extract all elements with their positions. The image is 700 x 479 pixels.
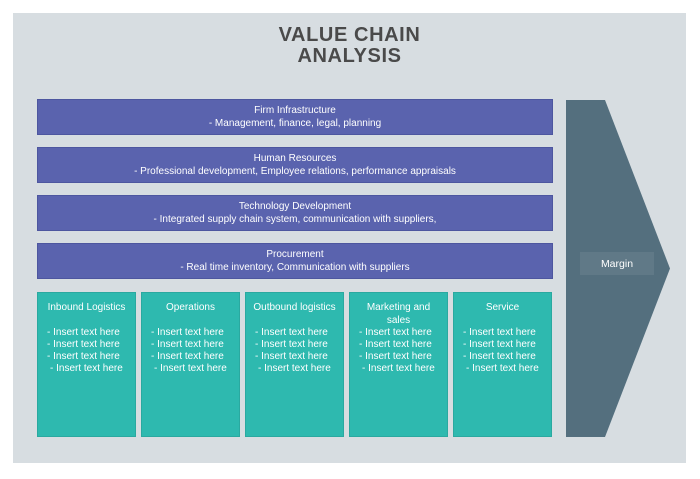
support-activity-name: Firm Infrastructure <box>254 105 336 116</box>
diagram-title-line1: VALUE CHAIN <box>278 24 421 46</box>
list-item: - Insert text here <box>255 327 328 338</box>
list-item: - Insert text here <box>359 327 432 338</box>
primary-activity-items: - Insert text here - Insert text here - … <box>350 327 447 375</box>
list-item: - Insert text here <box>47 351 120 362</box>
list-item: - Insert text here <box>463 351 536 362</box>
support-activity-procurement: Procurement - Real time inventory, Commu… <box>37 243 553 279</box>
primary-activity-name: Marketing and sales <box>366 302 431 326</box>
primary-activity-items: - Insert text here - Insert text here - … <box>454 327 551 375</box>
support-activity-human-resources: Human Resources - Professional developme… <box>37 147 553 183</box>
list-item: - Insert text here <box>151 327 224 338</box>
list-item: - Insert text here <box>359 351 432 362</box>
list-item: - Insert text here <box>463 327 536 338</box>
support-activity-description: - Real time inventory, Communication wit… <box>180 262 410 273</box>
list-item: - Insert text here <box>151 351 224 362</box>
list-item: - Insert text here <box>466 363 539 374</box>
support-activity-name: Human Resources <box>253 153 337 164</box>
support-activity-firm-infrastructure: Firm Infrastructure - Management, financ… <box>37 99 553 135</box>
primary-activity-name: Operations <box>166 302 215 313</box>
primary-activity-operations: Operations - Insert text here - Insert t… <box>141 292 240 437</box>
list-item: - Insert text here <box>47 327 120 338</box>
support-activity-description: - Professional development, Employee rel… <box>134 166 456 177</box>
list-item: - Insert text here <box>258 363 331 374</box>
primary-activity-items: - Insert text here - Insert text here - … <box>142 327 239 375</box>
list-item: - Insert text here <box>47 339 120 350</box>
support-activity-description: - Integrated supply chain system, commun… <box>153 214 437 225</box>
primary-activity-name: Outbound logistics <box>253 302 336 313</box>
list-item: - Insert text here <box>463 339 536 350</box>
primary-activity-name: Service <box>485 302 520 313</box>
list-item: - Insert text here <box>154 363 227 374</box>
support-activity-name: Procurement <box>266 249 324 260</box>
primary-activity-items: - Insert text here - Insert text here - … <box>38 327 135 375</box>
margin-arrow-shape <box>566 100 670 437</box>
primary-activity-name: Inbound Logistics <box>47 302 126 313</box>
list-item: - Insert text here <box>362 363 435 374</box>
primary-activity-inbound-logistics: Inbound Logistics - Insert text here - I… <box>37 292 136 437</box>
primary-activity-marketing-and-sales: Marketing and sales - Insert text here -… <box>349 292 448 437</box>
list-item: - Insert text here <box>359 339 432 350</box>
value-chain-diagram-canvas: VALUE CHAIN ANALYSIS Firm Infrastructure… <box>13 13 686 463</box>
diagram-title-line2: ANALYSIS <box>297 45 402 67</box>
primary-activity-service: Service - Insert text here - Insert text… <box>453 292 552 437</box>
support-activity-technology-development: Technology Development - Integrated supp… <box>37 195 553 231</box>
support-activity-name: Technology Development <box>238 201 352 212</box>
primary-activity-items: - Insert text here - Insert text here - … <box>246 327 343 375</box>
list-item: - Insert text here <box>255 339 328 350</box>
list-item: - Insert text here <box>151 339 224 350</box>
list-item: - Insert text here <box>255 351 328 362</box>
primary-activity-outbound-logistics: Outbound logistics - Insert text here - … <box>245 292 344 437</box>
support-activity-description: - Management, finance, legal, planning <box>208 118 382 129</box>
list-item: - Insert text here <box>50 363 123 374</box>
margin-label: Margin <box>580 252 654 275</box>
diagram-title: VALUE CHAIN ANALYSIS <box>13 25 686 67</box>
